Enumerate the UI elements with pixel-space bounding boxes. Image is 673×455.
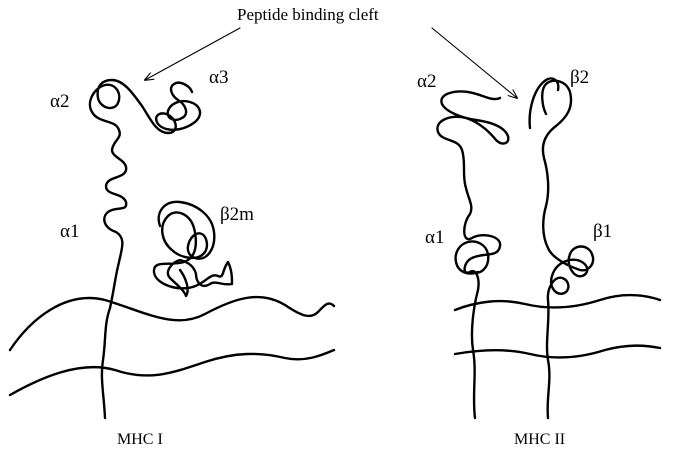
mhc2-beta1-label: β1 <box>593 222 612 241</box>
mhc1-alpha1-label: α1 <box>60 222 79 241</box>
diagram-title: Peptide binding cleft <box>237 6 379 23</box>
mhc2-alpha2-label: α2 <box>417 72 436 91</box>
mhc2-alpha1-label: α1 <box>425 228 444 247</box>
arrow-to-mhc2-cleft <box>432 28 517 98</box>
mhc1-membrane-top <box>10 297 334 350</box>
mhc1-molecule <box>10 80 334 418</box>
mhc2-beta-chain <box>542 81 593 418</box>
mhc1-caption: MHC I <box>117 432 163 448</box>
mhc1-alpha3-label: α3 <box>209 68 228 87</box>
mhc1-beta2m-label: β2m <box>220 205 254 224</box>
mhc2-membrane-bottom <box>455 346 660 358</box>
mhc1-membrane-bottom <box>10 350 334 395</box>
mhc1-alpha2-label: α2 <box>50 92 69 111</box>
mhc2-molecule <box>437 78 660 418</box>
mhc2-caption: MHC II <box>514 432 565 448</box>
mhc2-membrane-top <box>455 295 660 310</box>
mhc2-beta2-label: β2 <box>570 68 589 87</box>
mhc2-alpha-chain <box>437 92 508 419</box>
